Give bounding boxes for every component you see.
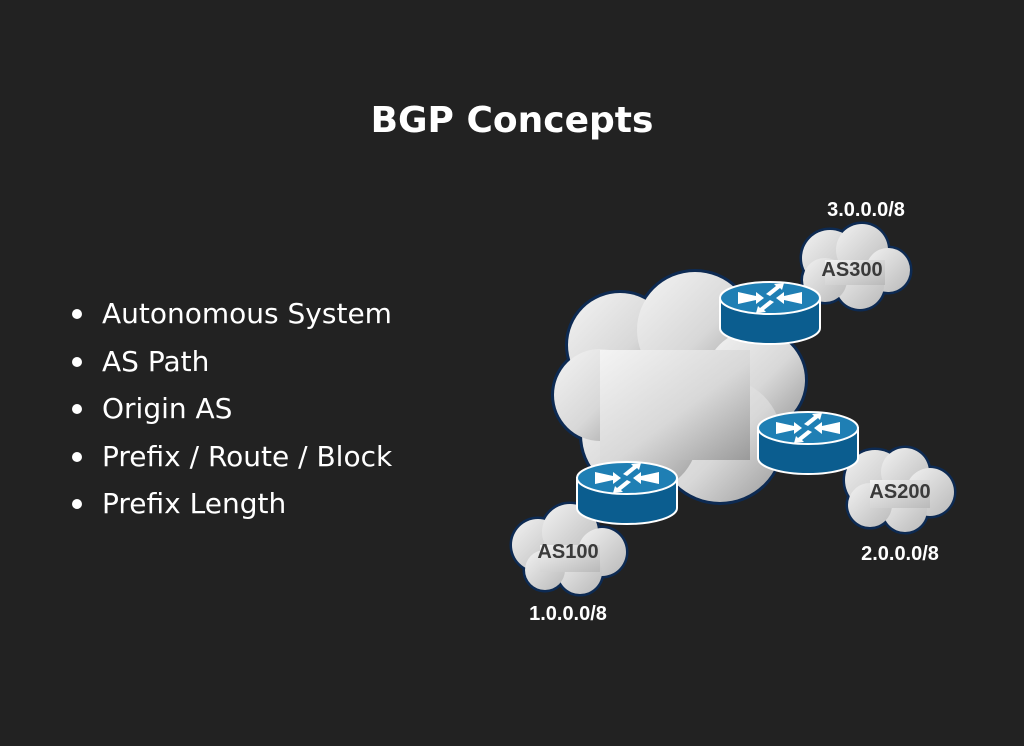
slide-title: BGP Concepts: [370, 100, 654, 141]
as-label-as100: AS100: [537, 541, 598, 563]
bullet-item: Prefix Length: [70, 480, 392, 528]
router-icon: [576, 461, 678, 525]
bullet-item: Prefix / Route / Block: [70, 433, 392, 481]
router-icon: [757, 411, 859, 475]
bullet-list: Autonomous System AS Path Origin AS Pref…: [70, 290, 392, 528]
router-icon: [719, 281, 821, 345]
prefix-label-as100: 1.0.0.0/8: [529, 603, 607, 625]
internet-cloud-icon: [551, 269, 808, 505]
prefix-label-as300: 3.0.0.0/8: [827, 199, 905, 221]
as200-cloud-icon: [842, 445, 957, 535]
as100-cloud-icon: [509, 501, 629, 597]
as-label-as200: AS200: [869, 481, 930, 503]
as-label-as300: AS300: [821, 259, 882, 281]
bgp-network-diagram: 3.0.0.0/8 AS300 AS200 2.0.0.0/8 AS100 1.…: [509, 199, 957, 625]
bullet-item: Origin AS: [70, 385, 392, 433]
bullet-item: AS Path: [70, 338, 392, 386]
bullet-item: Autonomous System: [70, 290, 392, 338]
as300-cloud-icon: [799, 221, 913, 312]
prefix-label-as200: 2.0.0.0/8: [861, 543, 939, 565]
